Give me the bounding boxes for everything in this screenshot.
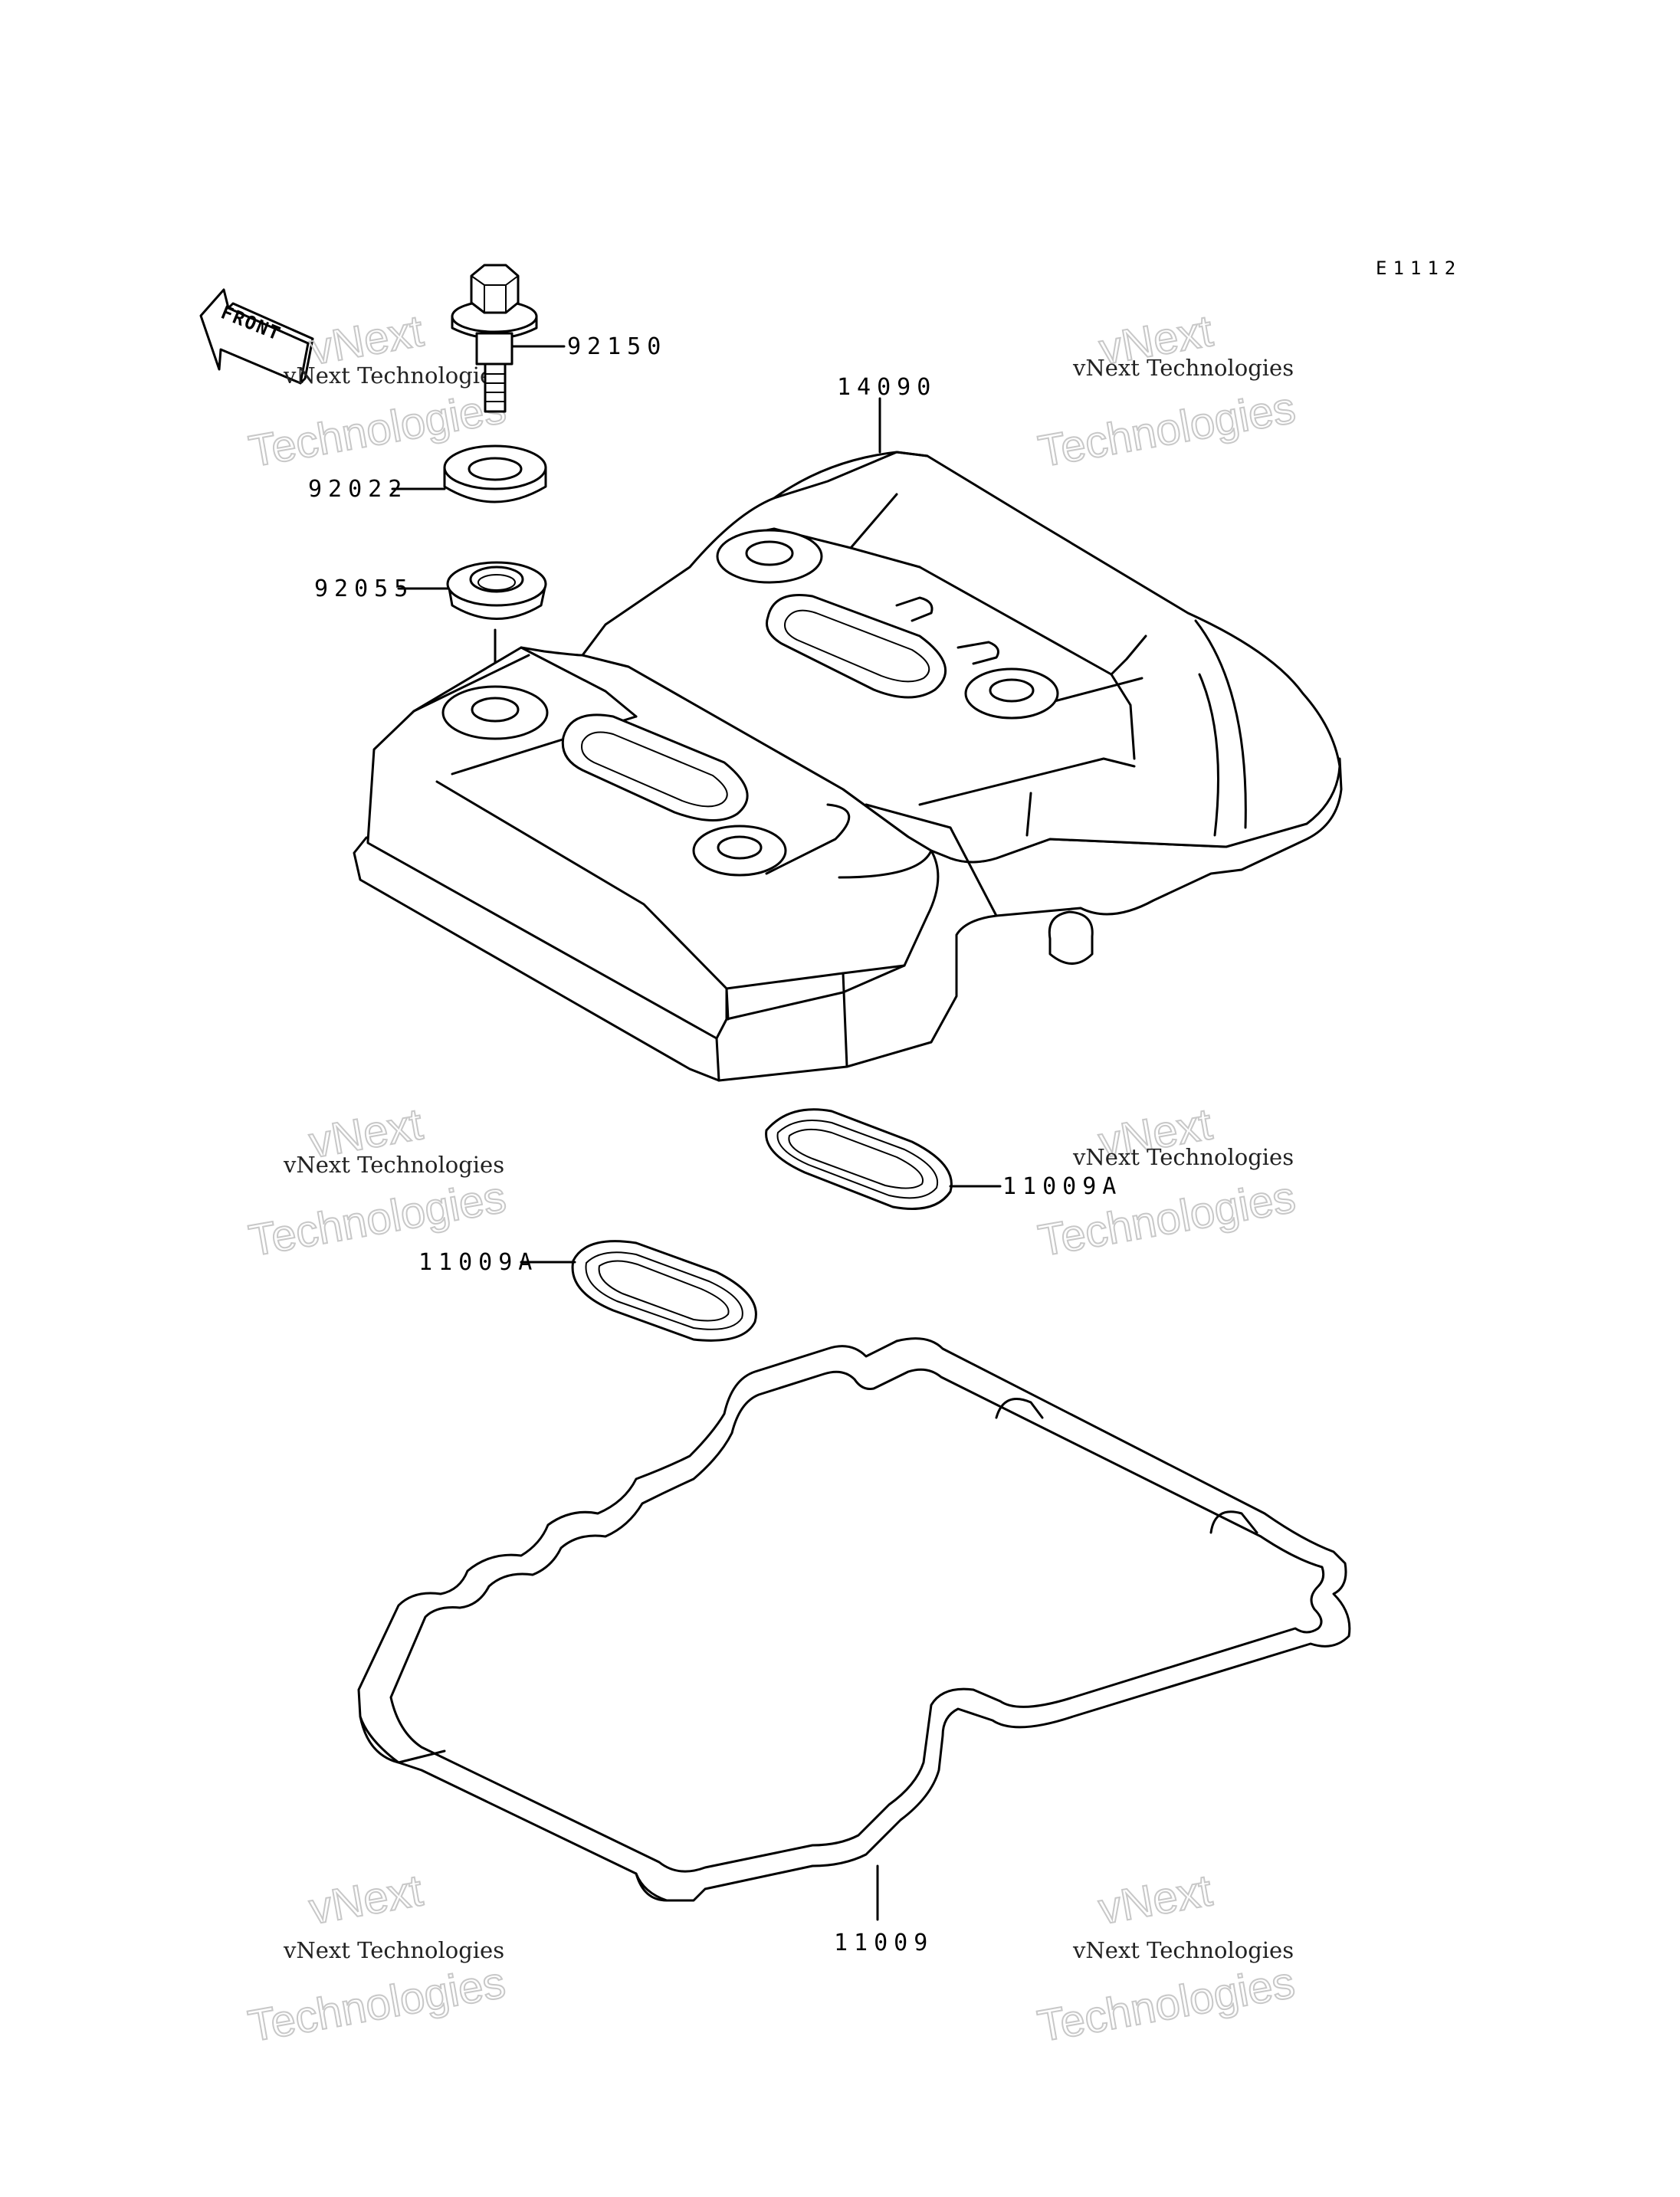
- svg-text:vNext Technologies: vNext Technologies: [283, 1937, 504, 1963]
- diagram-code: E1112: [1376, 257, 1462, 279]
- svg-text:Technologies: Technologies: [1034, 1957, 1298, 2051]
- label-92055: 92055: [314, 575, 414, 602]
- svg-text:vNext Technologies: vNext Technologies: [1072, 1937, 1294, 1963]
- svg-text:vNext: vNext: [306, 1865, 426, 1934]
- watermark-bottom-right: vNext Technologies vNext Technologies: [1033, 1864, 1299, 2052]
- watermark-middle-left: vNext Technologies vNext Technologies: [244, 1098, 510, 1267]
- label-92150: 92150: [567, 333, 667, 360]
- plug-hole-gasket-right: [765, 1108, 953, 1210]
- plug-hole-gasket-left: [571, 1240, 757, 1342]
- label-11009a-right: 11009A: [1002, 1173, 1122, 1200]
- label-11009: 11009: [834, 1930, 934, 1956]
- bolt-92150: [451, 264, 538, 413]
- cylinder-head-cover-14090: [353, 451, 1343, 1082]
- svg-text:vNext Technologies: vNext Technologies: [283, 362, 504, 389]
- watermark-bottom-left: vNext Technologies vNext Technologies: [244, 1864, 510, 2052]
- svg-text:vNext Technologies: vNext Technologies: [283, 1152, 504, 1178]
- svg-text:vNext: vNext: [1095, 1865, 1216, 1934]
- label-11009a-left: 11009A: [418, 1249, 538, 1276]
- svg-text:Technologies: Technologies: [1035, 382, 1299, 477]
- svg-text:vNext Technologies: vNext Technologies: [1072, 1144, 1294, 1170]
- svg-text:Technologies: Technologies: [244, 1957, 509, 2051]
- svg-text:vNext Technologies: vNext Technologies: [1072, 355, 1294, 381]
- cover-gasket-11009: [357, 1337, 1351, 1902]
- watermark-top-right: vNext Technologies vNext Technologies: [1034, 305, 1300, 477]
- label-92022: 92022: [308, 476, 408, 503]
- label-14090: 14090: [837, 374, 937, 401]
- washer-92022: [443, 444, 547, 503]
- grommet-92055: [446, 561, 547, 620]
